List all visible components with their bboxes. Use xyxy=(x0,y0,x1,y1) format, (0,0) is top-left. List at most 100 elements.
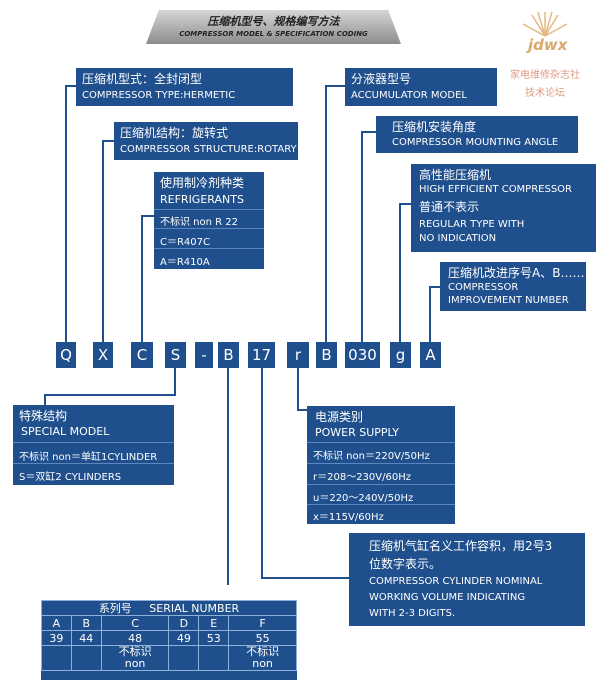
serial-number-title-en: SERIAL NUMBER xyxy=(149,601,240,615)
serial-note xyxy=(168,645,200,671)
refrigerant-option: 不标识 non R 22 xyxy=(160,217,239,228)
cylinder-volume-en-2: WORKING VOLUME INDICATING xyxy=(369,592,526,603)
accumulator-cn: 分液器型号 xyxy=(351,72,412,86)
refrigerants-cn: 使用制冷剂种类 xyxy=(160,176,245,190)
high-efficient-box: 高性能压缩机 HIGH EFFICIENT COMPRESSOR 普通不表示 R… xyxy=(411,164,596,252)
serial-value: 53 xyxy=(198,630,230,646)
line-a xyxy=(429,286,441,342)
line-17 xyxy=(261,368,350,579)
regular-type-en-2: NO INDICATION xyxy=(419,233,497,244)
code-s: S xyxy=(165,342,186,368)
improvement-en-2: IMPROVEMENT NUMBER xyxy=(448,295,569,306)
serial-col-header: D xyxy=(168,615,200,631)
watermark-line2: 技术论坛 xyxy=(525,88,565,99)
code-a: A xyxy=(420,342,441,368)
refrigerants-box: 使用制冷剂种类 REFRIGERANTS 不标识 non R 22 C＝R407… xyxy=(154,172,264,269)
compressor-structure-box: 压缩机结构：旋转式 COMPRESSOR STRUCTURE:ROTARY xyxy=(114,122,298,160)
serial-note xyxy=(70,645,102,671)
regular-type-en-1: REGULAR TYPE WITH xyxy=(419,219,525,230)
special-model-box: 特殊结构 SPECIAL MODEL 不标识 non＝单缸1CYLINDER S… xyxy=(13,405,174,485)
line-x xyxy=(102,140,115,342)
code-g: g xyxy=(390,342,411,368)
compressor-type-en: COMPRESSOR TYPE:HERMETIC xyxy=(82,90,236,101)
mounting-angle-box: 压缩机安装角度 COMPRESSOR MOUNTING ANGLE xyxy=(376,116,578,153)
cylinder-volume-box: 压缩机气缸名义工作容积，用2号3 位数字表示。 COMPRESSOR CYLIN… xyxy=(349,533,585,626)
line-r xyxy=(297,368,307,411)
serial-number-title-cn: 系列号 xyxy=(98,601,132,615)
mounting-angle-cn: 压缩机安装角度 xyxy=(392,120,477,134)
power-supply-box: 电源类别 POWER SUPPLY 不标识 non＝220V/50Hz r＝20… xyxy=(307,406,455,524)
special-model-en: SPECIAL MODEL xyxy=(21,425,110,438)
serial-value: 44 xyxy=(70,630,102,646)
serial-value: 39 xyxy=(41,630,72,646)
special-model-option: 不标识 non＝单缸1CYLINDER xyxy=(19,452,158,463)
refrigerant-option: A＝R410A xyxy=(160,257,210,268)
code-x: X xyxy=(93,342,113,368)
serial-col-header: E xyxy=(198,615,230,631)
line-b2 xyxy=(325,85,346,342)
power-option: x＝115V/60Hz xyxy=(313,512,384,523)
improvement-cn: 压缩机改进序号A、B…… xyxy=(448,266,585,280)
serial-note xyxy=(198,645,230,671)
mounting-angle-en: COMPRESSOR MOUNTING ANGLE xyxy=(392,137,559,148)
serial-number-header: 系列号 SERIAL NUMBER xyxy=(41,600,297,616)
serial-value: 48 xyxy=(100,630,170,646)
code-q: Q xyxy=(56,342,76,368)
watermark-line1: 家电维修杂志社 xyxy=(510,70,580,81)
code-b2: B xyxy=(316,342,337,368)
banner-subtitle: COMPRESSOR MODEL & SPECIFICATION CODING xyxy=(179,30,368,38)
improvement-en-1: COMPRESSOR xyxy=(448,282,519,293)
serial-value: 49 xyxy=(168,630,200,646)
special-model-cn: 特殊结构 xyxy=(19,409,68,423)
cylinder-volume-cn-1: 压缩机气缸名义工作容积，用2号3 xyxy=(369,539,553,553)
accumulator-box: 分液器型号 ACCUMULATOR MODEL xyxy=(345,68,497,106)
cylinder-volume-en-1: COMPRESSOR CYLINDER NOMINAL xyxy=(369,576,543,587)
line-s xyxy=(44,368,176,405)
power-supply-cn: 电源类别 xyxy=(315,410,364,424)
code-17: 17 xyxy=(248,342,275,368)
code-c: C xyxy=(131,342,153,368)
line-c xyxy=(141,215,155,342)
line-030 xyxy=(361,131,377,342)
code-b: B xyxy=(218,342,239,368)
refrigerant-option: C＝R407C xyxy=(160,237,210,248)
serial-col-header: C xyxy=(100,615,170,631)
serial-note xyxy=(41,645,72,671)
compressor-structure-cn: 压缩机结构：旋转式 xyxy=(120,126,229,140)
code-dash: - xyxy=(195,342,213,368)
line-g xyxy=(399,203,412,342)
serial-col-header: F xyxy=(228,615,297,631)
power-option: r＝208～230V/60Hz xyxy=(313,472,411,483)
code-030: 030 xyxy=(345,342,380,368)
power-option: 不标识 non＝220V/50Hz xyxy=(313,451,430,462)
sunburst-icon xyxy=(522,11,568,37)
special-model-option: S＝双缸2 CYLINDERS xyxy=(19,472,122,483)
compressor-structure-en: COMPRESSOR STRUCTURE:ROTARY xyxy=(120,144,297,155)
watermark: jdwx 家电维修杂志社 技术论坛 xyxy=(490,8,600,108)
accumulator-en: ACCUMULATOR MODEL xyxy=(351,90,467,101)
title-banner: 压缩机型号、规格编写方法 COMPRESSOR MODEL & SPECIFIC… xyxy=(146,10,401,44)
serial-value: 55 xyxy=(228,630,297,646)
serial-col-header: A xyxy=(41,615,72,631)
power-supply-en: POWER SUPPLY xyxy=(315,426,399,439)
regular-type-cn: 普通不表示 xyxy=(419,200,480,214)
serial-number-table: 系列号 SERIAL NUMBER A B C D E F 39 44 48 4… xyxy=(41,600,297,680)
line-q xyxy=(65,85,78,342)
banner-title: 压缩机型号、规格编写方法 xyxy=(207,15,340,28)
code-r: r xyxy=(287,342,309,368)
cylinder-volume-cn-2: 位数字表示。 xyxy=(369,557,442,571)
serial-col-header: B xyxy=(70,615,102,631)
high-efficient-cn: 高性能压缩机 xyxy=(419,168,492,182)
cylinder-volume-en-3: WITH 2-3 DIGITS. xyxy=(369,608,456,619)
refrigerants-en: REFRIGERANTS xyxy=(160,193,244,206)
improvement-box: 压缩机改进序号A、B…… COMPRESSOR IMPROVEMENT NUMB… xyxy=(440,262,586,311)
power-option: u＝220～240V/50Hz xyxy=(313,493,414,504)
compressor-type-cn: 压缩机型式：全封闭型 xyxy=(82,72,203,86)
watermark-logo: jdwx xyxy=(528,36,568,54)
high-efficient-en: HIGH EFFICIENT COMPRESSOR xyxy=(419,184,572,195)
compressor-type-box: 压缩机型式：全封闭型 COMPRESSOR TYPE:HERMETIC xyxy=(76,68,293,106)
